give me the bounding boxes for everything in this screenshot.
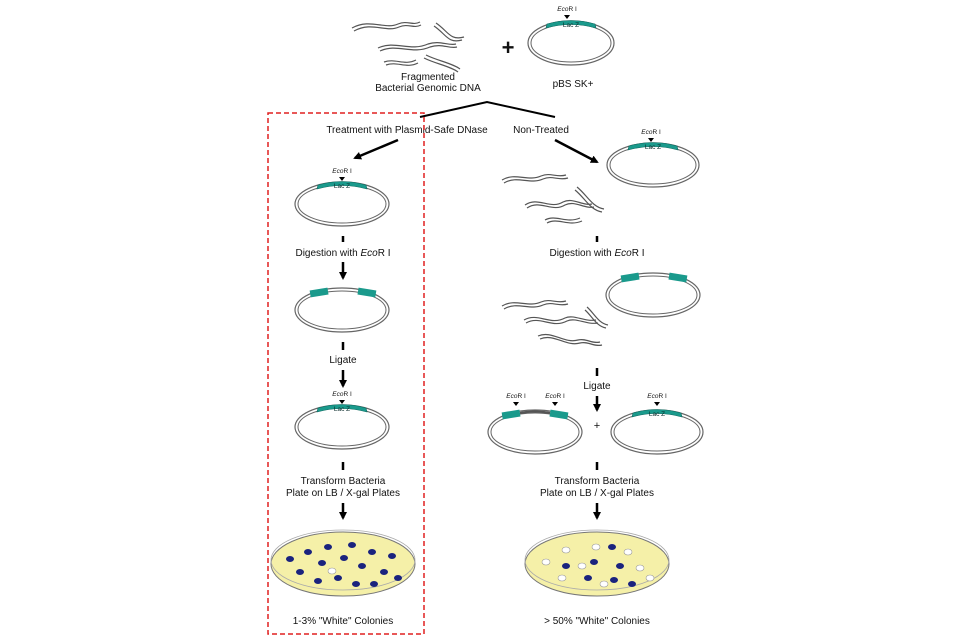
blue-colonies	[286, 542, 402, 587]
arrow-to-treated	[353, 138, 399, 160]
plasmid-right-1: Lac Z EcoR I	[606, 129, 700, 188]
step-transform-left-2: Plate on LB / X-gal Plates	[286, 488, 400, 499]
lacz-label: Lac Z	[649, 411, 665, 418]
plasmid-top: Lac Z EcoR I	[527, 6, 615, 66]
step-ligate-left: Ligate	[329, 355, 357, 366]
ligate-plus-sign: +	[594, 420, 600, 432]
white-colonies	[541, 543, 655, 588]
lacz-label: Lac Z	[334, 183, 350, 190]
result-treated: 1-3% "White" Colonies	[293, 616, 393, 627]
step-transform-right-1: Transform Bacteria	[555, 476, 640, 487]
plasmid-left-religated: Lac Z EcoR I	[294, 391, 390, 450]
plasmid-right-recombinant: EcoR I EcoR I	[487, 393, 583, 455]
lacz-label: Lac Z	[645, 144, 661, 151]
petri-dish-treated	[270, 529, 416, 597]
ecori-site-label: EcoR I	[557, 6, 577, 13]
step-transform-left-1: Transform Bacteria	[301, 476, 386, 487]
genomic-label-line1: Fragmented	[401, 72, 455, 83]
result-untreated: > 50% "White" Colonies	[544, 616, 650, 627]
ecori-site-label: EcoR I	[332, 391, 352, 398]
branch-untreated-label: Non-Treated	[513, 125, 569, 136]
blue-colonies	[562, 544, 636, 587]
plasmid-left-digested	[294, 287, 390, 333]
arrow-to-untreated	[554, 138, 599, 164]
top-plus-sign: +	[502, 35, 515, 60]
treated-highlight-box	[267, 112, 425, 635]
genomic-label-line2: Bacterial Genomic DNA	[375, 83, 481, 94]
branch-split-line	[419, 100, 556, 118]
plasmid-right-digested	[605, 272, 701, 318]
step-ligate-right: Ligate	[583, 381, 611, 392]
plasmid-left-1: Lac Z EcoR I	[294, 168, 390, 227]
ecori-site-label: EcoR I	[332, 168, 352, 175]
genomic-dna-fragments	[351, 21, 465, 73]
ecori-site-label: EcoR I	[506, 393, 526, 400]
plasmid-name-label: pBS SK+	[553, 79, 594, 90]
step-digestion-left: Digestion with EcoR I	[295, 248, 390, 259]
step-transform-right-2: Plate on LB / X-gal Plates	[540, 488, 654, 499]
branch-treated-label: Treatment with Plasmid-Safe DNase	[326, 125, 488, 136]
white-colony	[327, 567, 337, 575]
plasmid-right-religated: Lac Z EcoR I	[610, 393, 704, 455]
ecori-site-marker	[564, 15, 570, 19]
genomic-fragments-right-1	[501, 173, 605, 224]
lacz-label: Lac Z	[563, 22, 579, 29]
lacz-label: Lac Z	[334, 406, 350, 413]
ecori-site-label: EcoR I	[641, 129, 661, 136]
step-digestion-right: Digestion with EcoR I	[549, 248, 644, 259]
ecori-site-label: EcoR I	[647, 393, 667, 400]
ecori-site-label: EcoR I	[545, 393, 565, 400]
petri-dish-untreated	[524, 529, 670, 597]
genomic-fragments-right-2	[501, 299, 609, 347]
